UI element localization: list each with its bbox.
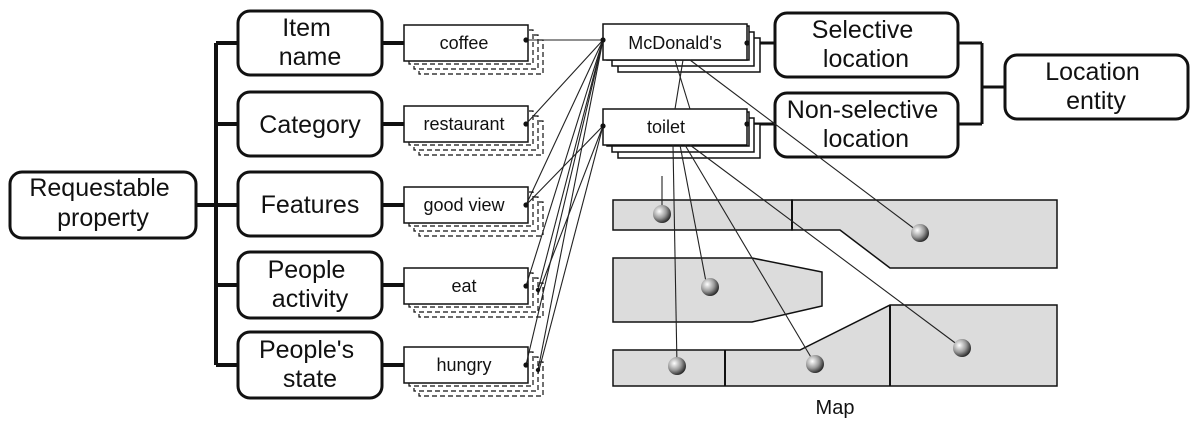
place-card-stack-mcdonalds: McDonald's <box>602 23 761 73</box>
property-label-line: Category <box>259 111 361 139</box>
svg-text:Requestable property: Requestable property <box>29 174 176 232</box>
value-card-stack-coffee: coffee <box>403 24 544 75</box>
svg-text:People's state: People's state <box>259 336 361 393</box>
property-label-line: state <box>283 365 337 393</box>
property-node-people-activity: People activity <box>236 250 384 320</box>
property-node-item-name: Item name <box>236 9 384 77</box>
property-label-line: Features <box>261 191 360 219</box>
map-point-icon <box>953 339 971 357</box>
requestable-property-node: Requestable property <box>8 170 198 240</box>
value-label: coffee <box>440 33 489 53</box>
property-to-value-links <box>382 41 404 367</box>
place-label: toilet <box>647 117 685 137</box>
place-map-links <box>661 59 963 367</box>
place-card-stack-toilet: toilet <box>602 108 761 159</box>
value-label: good view <box>423 195 505 215</box>
svg-text:Non-selective location: Non-selective location <box>787 96 945 153</box>
property-label-line: People <box>268 256 346 284</box>
value-card-stack-good-view: good view <box>403 186 544 237</box>
root-label-line-2: property <box>57 204 149 232</box>
map-point-icon <box>701 278 719 296</box>
svg-text:Selective location: Selective location <box>812 16 920 73</box>
property-node-peoples-state: People's state <box>236 330 384 400</box>
map-points <box>653 205 971 375</box>
property-label-line: name <box>279 43 342 71</box>
entity-label-line: entity <box>1066 87 1126 115</box>
map-point-icon <box>668 357 686 375</box>
location-type-label-line: location <box>823 125 909 153</box>
location-entity-node: Location entity <box>1003 53 1190 121</box>
property-label-line: activity <box>272 285 349 313</box>
map-point-icon <box>653 205 671 223</box>
value-label: eat <box>451 276 476 296</box>
value-label: hungry <box>436 355 491 375</box>
value-card-stack-restaurant: restaurant <box>403 105 544 156</box>
map-area-top-left <box>612 199 793 231</box>
map-caption: Map <box>816 397 855 419</box>
selective-location-node: Selective location <box>773 11 960 79</box>
root-branch <box>196 41 238 367</box>
property-node-category: Category <box>236 90 384 158</box>
svg-text:Location entity: Location entity <box>1045 58 1146 115</box>
svg-text:People activity: People activity <box>268 256 353 313</box>
non-selective-location-node: Non-selective location <box>773 91 960 159</box>
svg-text:Item name: Item name <box>279 14 342 71</box>
property-label-line: Item <box>282 14 331 42</box>
location-type-label-line: Selective <box>812 16 913 44</box>
root-label-line-1: Requestable <box>29 174 169 202</box>
value-card-stack-eat: eat <box>403 267 544 318</box>
place-label: McDonald's <box>628 33 721 53</box>
map-point-icon <box>911 224 929 242</box>
location-type-label-line: Non-selective <box>787 96 938 124</box>
value-label: restaurant <box>423 114 504 134</box>
property-label-line: People's <box>259 336 354 364</box>
entity-label-line: Location <box>1045 58 1140 86</box>
location-type-branch <box>958 41 1005 126</box>
property-node-features: Features <box>236 170 384 238</box>
location-type-label-line: location <box>823 45 909 73</box>
map-point-icon <box>806 355 824 373</box>
value-place-links <box>523 37 750 375</box>
value-card-stack-hungry: hungry <box>403 346 544 397</box>
